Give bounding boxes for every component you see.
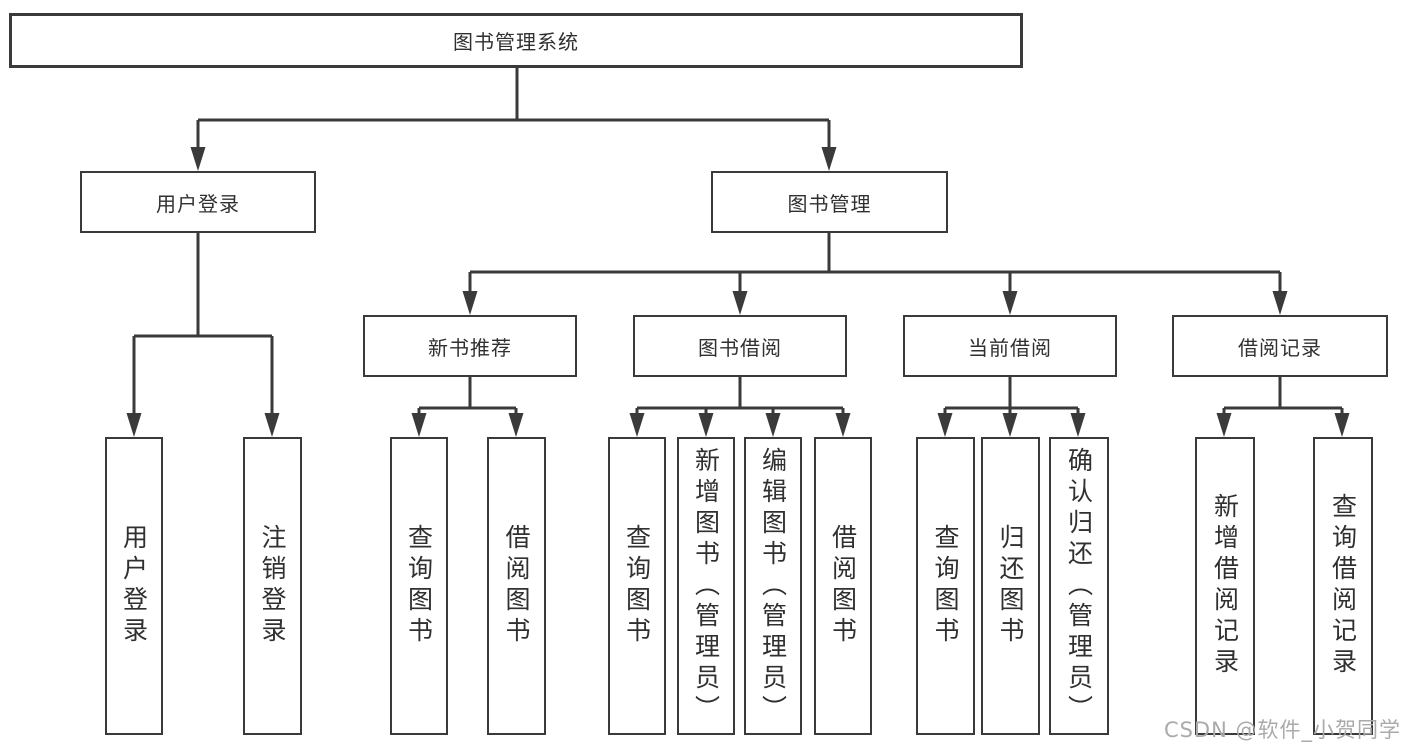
node-borrowing-records: 借阅记录 [1172,315,1388,377]
connector-book-borrowing-to-leaves [629,377,851,437]
node-confirm-return-admin: 确认归还（管理员） [1049,437,1109,735]
node-library-management-system: 图书管理系统 [9,13,1023,68]
node-label: 确认归还（管理员） [1064,446,1094,726]
node-label: 归还图书 [996,524,1025,648]
connector-book-management-to-level2 [462,233,1288,315]
node-add-borrow-record: 新增借阅记录 [1195,437,1255,735]
node-label: 查询图书 [622,524,652,648]
node-current-borrowing: 当前借阅 [903,315,1117,377]
node-query-books-borrowing: 查询图书 [608,437,666,735]
node-query-books-recommendation: 查询图书 [390,437,448,735]
csdn-watermark: CSDN @软件_小贺同学 [1163,718,1401,742]
node-query-borrow-record: 查询借阅记录 [1313,437,1373,735]
connector-new-book-recommendation-to-leaves [411,377,524,437]
node-edit-book-admin: 编辑图书（管理员） [744,437,802,735]
node-label: 编辑图书（管理员） [758,446,788,726]
node-label: 新增图书（管理员） [691,446,721,726]
connector-user-login-to-leaves [126,233,280,437]
connector-borrowing-records-to-leaves [1216,377,1350,437]
node-add-book-admin: 新增图书（管理员） [677,437,735,735]
node-user-login-leaf: 用户登录 [105,437,163,735]
node-user-login-branch: 用户登录 [80,171,316,233]
node-return-books: 归还图书 [981,437,1040,735]
connector-root-to-level1 [190,68,837,171]
node-label: 新增借阅记录 [1210,493,1240,679]
node-label: 查询图书 [404,524,434,648]
node-logout: 注销登录 [243,437,302,735]
node-borrow-books-recommendation: 借阅图书 [487,437,546,735]
node-book-borrowing: 图书借阅 [633,315,847,377]
node-book-management: 图书管理 [711,171,948,233]
node-label: 借阅图书 [828,524,858,648]
node-label: 用户登录 [119,524,149,648]
node-label: 借阅图书 [502,524,531,648]
node-label: 查询借阅记录 [1328,493,1358,679]
node-label: 查询图书 [931,524,960,648]
node-borrow-books-leaf: 借阅图书 [814,437,872,735]
node-query-books-current: 查询图书 [916,437,975,735]
connector-current-borrowing-to-leaves [937,377,1086,437]
node-new-book-recommendation: 新书推荐 [363,315,577,377]
node-label: 注销登录 [258,524,287,648]
